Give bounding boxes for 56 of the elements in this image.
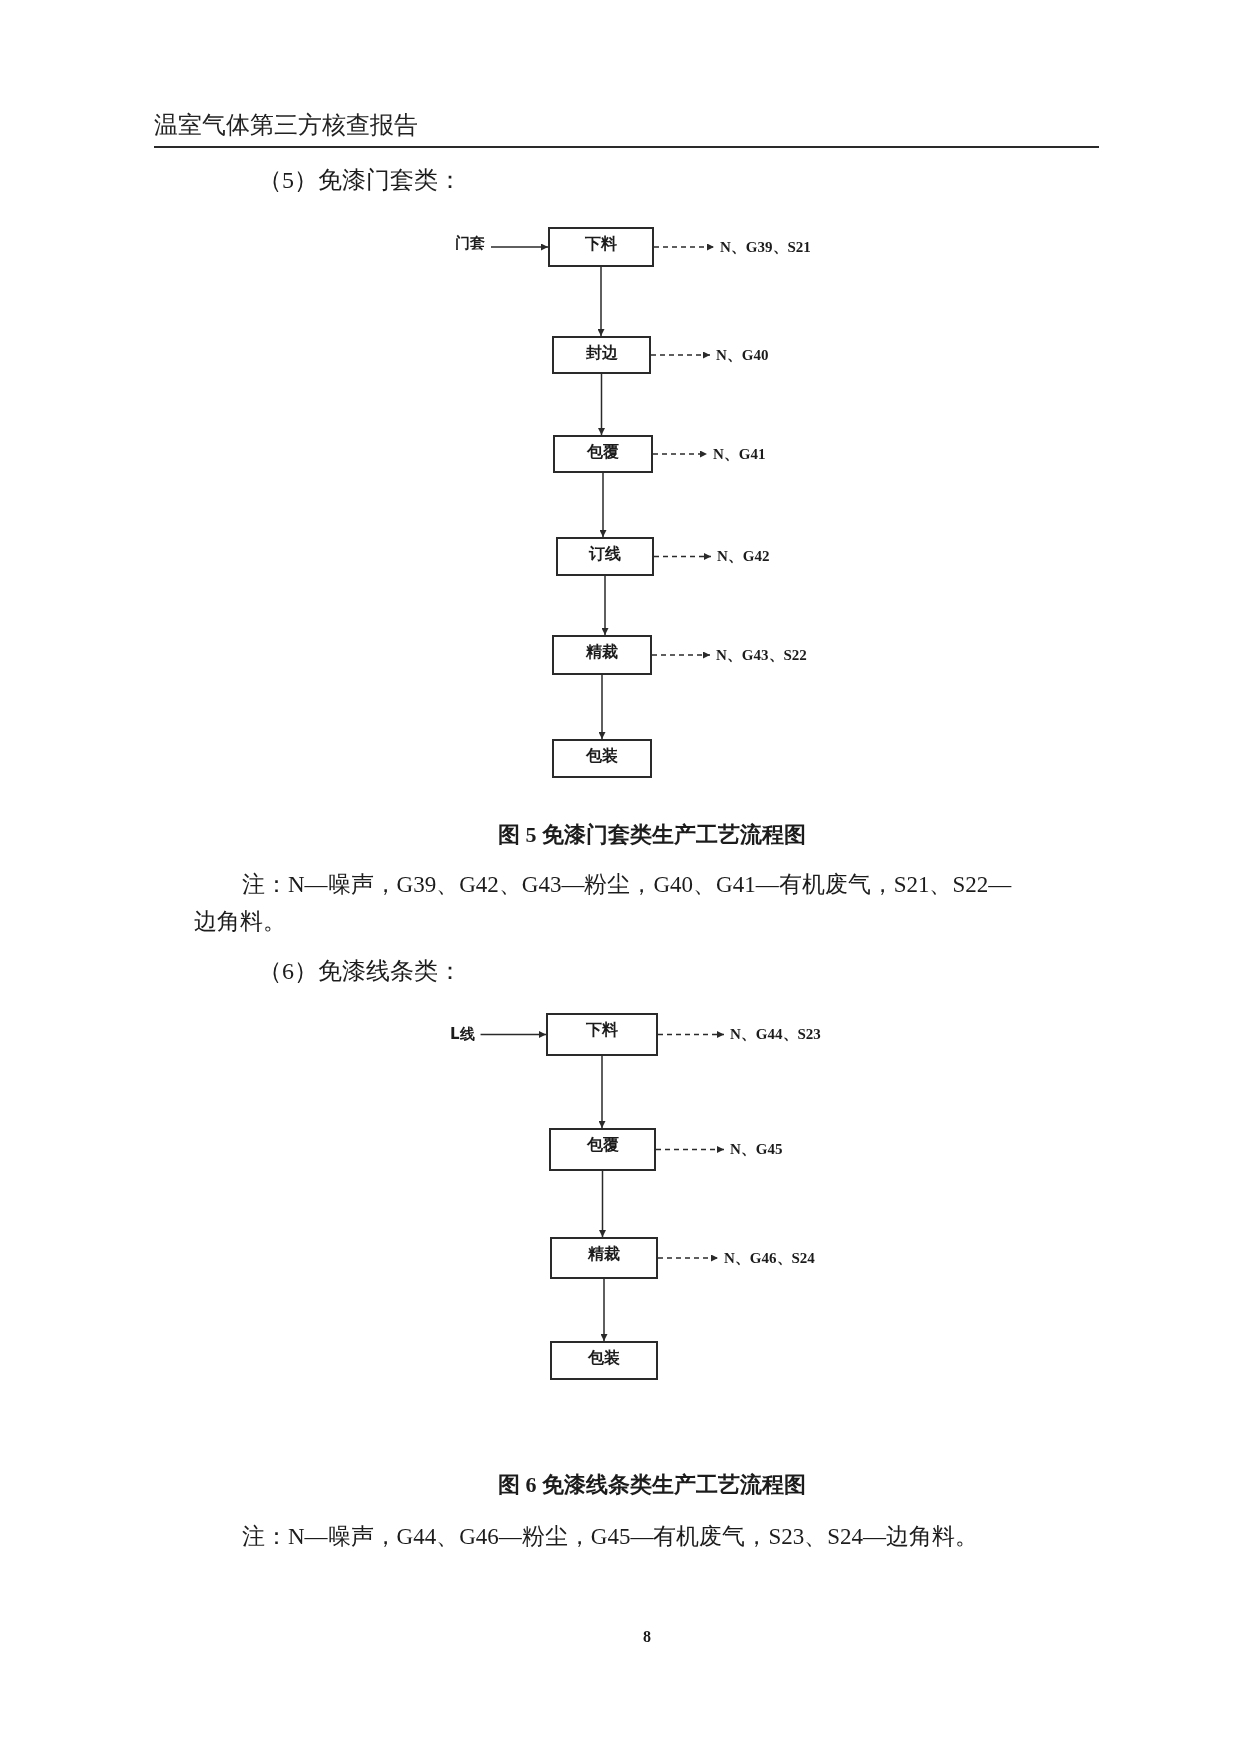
process-box — [552, 336, 651, 374]
process-box — [548, 227, 654, 267]
dashed-arrow — [653, 243, 715, 251]
arrow — [598, 373, 605, 436]
emission-label: N、G43、S22 — [710, 644, 813, 666]
process-box — [556, 537, 654, 576]
input-material-label: 门套 — [449, 232, 491, 254]
figure-caption: 图 5 免漆门套类生产工艺流程图 — [497, 821, 807, 849]
arrow — [599, 1170, 606, 1238]
process-box — [552, 635, 652, 675]
dashed-arrow — [651, 651, 711, 659]
step-label: 下料 — [585, 234, 617, 254]
emission-label: N、G44、S23 — [724, 1023, 827, 1045]
dashed-arrow — [657, 1254, 719, 1262]
figure-caption: 图 6 免漆线条类生产工艺流程图 — [497, 1471, 807, 1499]
header-text: 温室气体第三方核查报告 — [154, 111, 418, 140]
arrow — [598, 1055, 606, 1129]
dashed-arrow — [657, 1031, 725, 1038]
step-label: 精裁 — [588, 1244, 620, 1264]
step-label: 精裁 — [586, 642, 618, 662]
arrow — [600, 1278, 608, 1342]
input-material-label: L线 — [444, 1023, 481, 1045]
step-label: 包覆 — [586, 1135, 619, 1155]
step-label: 包装 — [586, 746, 618, 766]
dashed-arrow — [653, 553, 712, 560]
arrow — [490, 243, 549, 251]
process-box — [546, 1013, 658, 1056]
emission-label: N、G46、S24 — [718, 1247, 821, 1269]
arrow — [479, 1031, 547, 1038]
page-number: 8 — [642, 1627, 652, 1647]
section-heading: （6）免漆线条类： — [258, 957, 462, 986]
arrow — [601, 575, 609, 636]
process-box — [549, 1128, 656, 1171]
note-text: 注：N—噪声，G44、G46—粉尘，G45—有机废气，S23、S24—边角料。 — [241, 1523, 980, 1551]
emission-label: N、G41 — [707, 443, 772, 465]
emission-label: N、G40 — [710, 344, 775, 366]
emission-label: N、G39、S21 — [714, 236, 817, 258]
step-label: 包覆 — [587, 442, 619, 462]
step-label: 封边 — [585, 343, 618, 363]
dashed-arrow — [652, 450, 708, 458]
dashed-arrow — [650, 351, 711, 359]
process-box — [550, 1237, 658, 1279]
process-box — [552, 739, 652, 778]
arrow — [598, 674, 606, 740]
step-label: 订线 — [589, 544, 621, 564]
arrow — [599, 472, 607, 538]
emission-label: N、G42 — [711, 545, 776, 567]
note-text: 注：N—噪声，G39、G42、G43—粉尘，G40、G41—有机废气，S21、S22—边角料。 — [194, 871, 1013, 936]
arrow — [597, 266, 605, 337]
emission-label: N、G45 — [724, 1138, 789, 1160]
section-heading: （5）免漆门套类： — [258, 166, 462, 195]
step-label: 包装 — [588, 1348, 620, 1368]
step-label: 下料 — [586, 1020, 618, 1040]
process-box — [553, 435, 653, 473]
dashed-arrow — [655, 1146, 725, 1153]
process-box — [550, 1341, 658, 1380]
